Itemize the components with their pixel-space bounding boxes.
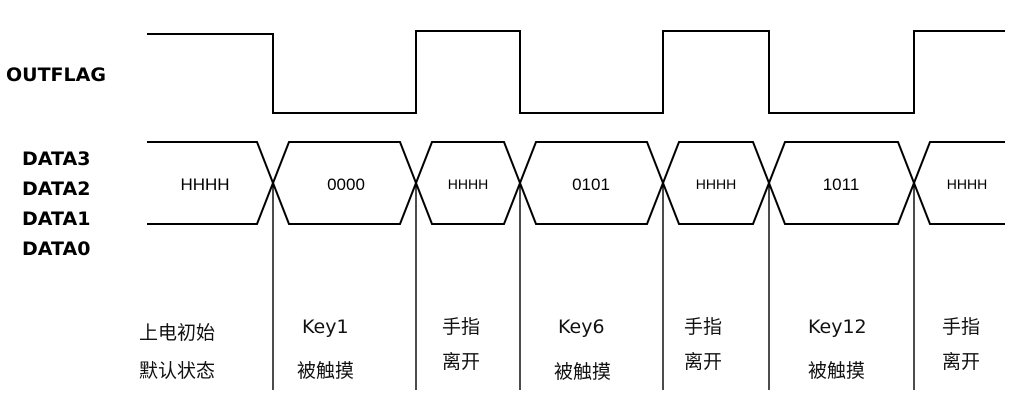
bus-value-2: 0000 <box>327 175 365 194</box>
bus-value-7: HHHH <box>947 176 987 192</box>
data0-label: DATA0 <box>22 238 90 260</box>
data1-label: DATA1 <box>22 208 90 230</box>
desc-3-line-1: 手指 <box>442 316 480 338</box>
bus-value-6: 1011 <box>823 175 860 194</box>
desc-7-line-2: 离开 <box>942 351 980 373</box>
desc-2-line-1: Key1 <box>302 316 349 338</box>
outflag-waveform <box>147 30 1005 114</box>
desc-3-line-2: 离开 <box>442 351 480 373</box>
bus-value-3: HHHH <box>448 176 488 192</box>
data-bus-bottom-edge <box>147 180 1005 225</box>
desc-6-line-1: Key12 <box>808 316 867 338</box>
desc-2-line-2: 被触摸 <box>297 360 354 382</box>
bus-value-1: HHHH <box>180 175 229 194</box>
desc-6-line-2: 被触摸 <box>808 360 865 382</box>
data2-label: DATA2 <box>22 178 90 200</box>
bus-value-5: HHHH <box>696 176 736 192</box>
data-bus-top-edge <box>147 141 1005 186</box>
desc-7-line-1: 手指 <box>942 316 980 338</box>
bus-value-4: 0101 <box>572 175 610 194</box>
desc-5-line-1: 手指 <box>684 316 722 338</box>
desc-4-line-1: Key6 <box>558 316 605 338</box>
outflag-label: OUTFLAG <box>6 64 106 86</box>
desc-4-line-2: 被触摸 <box>554 361 611 383</box>
desc-5-line-2: 离开 <box>684 351 722 373</box>
desc-1-line-2: 默认状态 <box>139 360 215 382</box>
desc-1-line-1: 上电初始 <box>139 322 215 344</box>
data3-label: DATA3 <box>22 148 90 170</box>
